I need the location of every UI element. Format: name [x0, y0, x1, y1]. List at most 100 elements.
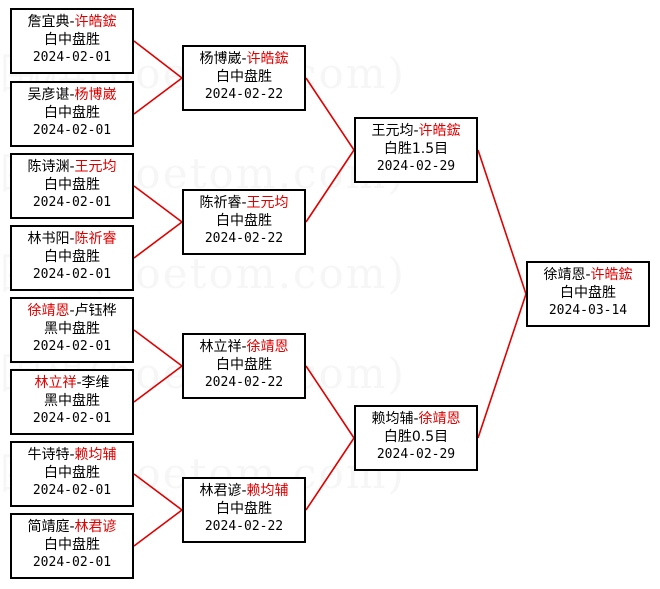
connector-line [133, 221, 183, 259]
player-2: 许皓鋐 [246, 51, 289, 67]
match-date: 2024-02-22 [204, 375, 284, 390]
match-players: 林立祥-徐靖恩 [199, 339, 289, 355]
player-1: 赖均辅 [371, 411, 414, 427]
connector-line [133, 473, 183, 511]
match-result: 白中盘胜 [216, 501, 272, 517]
match-players: 简靖庭-林君谚 [27, 519, 117, 535]
match-box: 杨博崴-许皓鋐 白中盘胜 2024-02-22 [182, 45, 306, 111]
match-players: 林书阳-陈祈睿 [27, 231, 117, 247]
match-box: 陈祈睿-王元均 白中盘胜 2024-02-22 [182, 189, 306, 255]
match-players: 吴彦谌-杨博崴 [27, 87, 117, 103]
match-date: 2024-02-22 [204, 87, 284, 102]
connector-line [133, 365, 183, 403]
match-players: 陈祈睿-王元均 [199, 195, 289, 211]
match-players: 王元均-许皓鋐 [371, 123, 461, 139]
match-result: 白中盘胜 [216, 213, 272, 229]
match-result: 白胜0.5目 [383, 429, 449, 445]
connector-line [305, 437, 355, 511]
match-players: 牛诗特-赖均辅 [27, 447, 117, 463]
match-box: 陈诗渊-王元均 白中盘胜 2024-02-01 [10, 153, 134, 219]
match-players: 杨博崴-许皓鋐 [199, 51, 289, 67]
connector-line [133, 40, 183, 79]
match-box: 林君谚-赖均辅 白中盘胜 2024-02-22 [182, 477, 306, 543]
match-date: 2024-02-01 [32, 195, 112, 210]
player-2: 林君谚 [74, 519, 117, 535]
player-2: 许皓鋐 [74, 14, 117, 30]
match-date: 2024-02-01 [32, 483, 112, 498]
match-box: 林立祥-李维 黑中盘胜 2024-02-01 [10, 369, 134, 435]
match-box: 简靖庭-林君谚 白中盘胜 2024-02-01 [10, 513, 134, 579]
match-box: 吴彦谌-杨博崴 白中盘胜 2024-02-01 [10, 81, 134, 147]
match-date: 2024-02-29 [376, 447, 456, 462]
match-result: 白中盘胜 [216, 69, 272, 85]
match-box: 王元均-许皓鋐 白胜1.5目 2024-02-29 [354, 117, 478, 183]
match-box: 詹宜典-许皓鋐 白中盘胜 2024-02-01 [10, 8, 134, 74]
match-box: 徐靖恩-卢钰桦 黑中盘胜 2024-02-01 [10, 297, 134, 363]
player-2: 杨博崴 [74, 87, 117, 103]
match-box: 林书阳-陈祈睿 白中盘胜 2024-02-01 [10, 225, 134, 291]
player-1: 陈诗渊 [27, 159, 70, 175]
player-2: 李维 [81, 375, 110, 391]
match-date: 2024-02-01 [32, 267, 112, 282]
player-1: 牛诗特 [27, 447, 70, 463]
match-box: 牛诗特-赖均辅 白中盘胜 2024-02-01 [10, 441, 134, 507]
connector-line [477, 293, 527, 439]
match-date: 2024-02-01 [32, 411, 112, 426]
player-2: 赖均辅 [246, 483, 289, 499]
match-result: 白中盘胜 [44, 537, 100, 553]
match-date: 2024-03-14 [548, 303, 628, 318]
match-date: 2024-02-01 [32, 50, 112, 65]
player-2: 赖均辅 [74, 447, 117, 463]
player-1: 詹宜典 [27, 14, 70, 30]
match-players: 林立祥-李维 [34, 375, 110, 391]
player-2: 王元均 [246, 195, 289, 211]
connector-line [477, 149, 527, 295]
connector-line [133, 77, 183, 115]
match-players: 赖均辅-徐靖恩 [371, 411, 461, 427]
match-date: 2024-02-22 [204, 231, 284, 246]
match-result: 白胜1.5目 [383, 141, 449, 157]
player-2: 陈祈睿 [74, 231, 117, 247]
player-1: 杨博崴 [199, 51, 242, 67]
player-1: 吴彦谌 [27, 87, 70, 103]
match-result: 白中盘胜 [44, 249, 100, 265]
match-result: 白中盘胜 [216, 357, 272, 373]
match-players: 徐靖恩-许皓鋐 [543, 267, 633, 283]
player-1: 徐靖恩 [543, 267, 586, 283]
player-2: 许皓鋐 [590, 267, 633, 283]
match-date: 2024-02-01 [32, 339, 112, 354]
match-box: 徐靖恩-许皓鋐 白中盘胜 2024-03-14 [526, 261, 650, 327]
match-date: 2024-02-22 [204, 519, 284, 534]
match-result: 白中盘胜 [44, 177, 100, 193]
connector-line [133, 509, 183, 547]
player-2: 徐靖恩 [418, 411, 461, 427]
player-1: 林君谚 [199, 483, 242, 499]
match-result: 黑中盘胜 [44, 393, 100, 409]
player-2: 卢钰桦 [74, 303, 117, 319]
match-date: 2024-02-29 [376, 159, 456, 174]
match-players: 林君谚-赖均辅 [199, 483, 289, 499]
match-result: 白中盘胜 [560, 285, 616, 301]
match-box: 林立祥-徐靖恩 白中盘胜 2024-02-22 [182, 333, 306, 399]
connector-line [133, 185, 183, 223]
player-1: 林书阳 [27, 231, 70, 247]
match-result: 黑中盘胜 [44, 321, 100, 337]
match-date: 2024-02-01 [32, 555, 112, 570]
player-1: 徐靖恩 [27, 303, 70, 319]
player-2: 徐靖恩 [246, 339, 289, 355]
player-1: 林立祥 [199, 339, 242, 355]
player-1: 王元均 [371, 123, 414, 139]
match-players: 詹宜典-许皓鋐 [27, 14, 117, 30]
match-result: 白中盘胜 [44, 32, 100, 48]
player-1: 简靖庭 [27, 519, 70, 535]
connector-line [305, 149, 355, 223]
connector-line [133, 329, 183, 367]
match-date: 2024-02-01 [32, 123, 112, 138]
match-box: 赖均辅-徐靖恩 白胜0.5目 2024-02-29 [354, 405, 478, 471]
connector-line [305, 77, 355, 151]
player-2: 许皓鋐 [418, 123, 461, 139]
match-result: 白中盘胜 [44, 105, 100, 121]
match-players: 陈诗渊-王元均 [27, 159, 117, 175]
player-1: 陈祈睿 [199, 195, 242, 211]
